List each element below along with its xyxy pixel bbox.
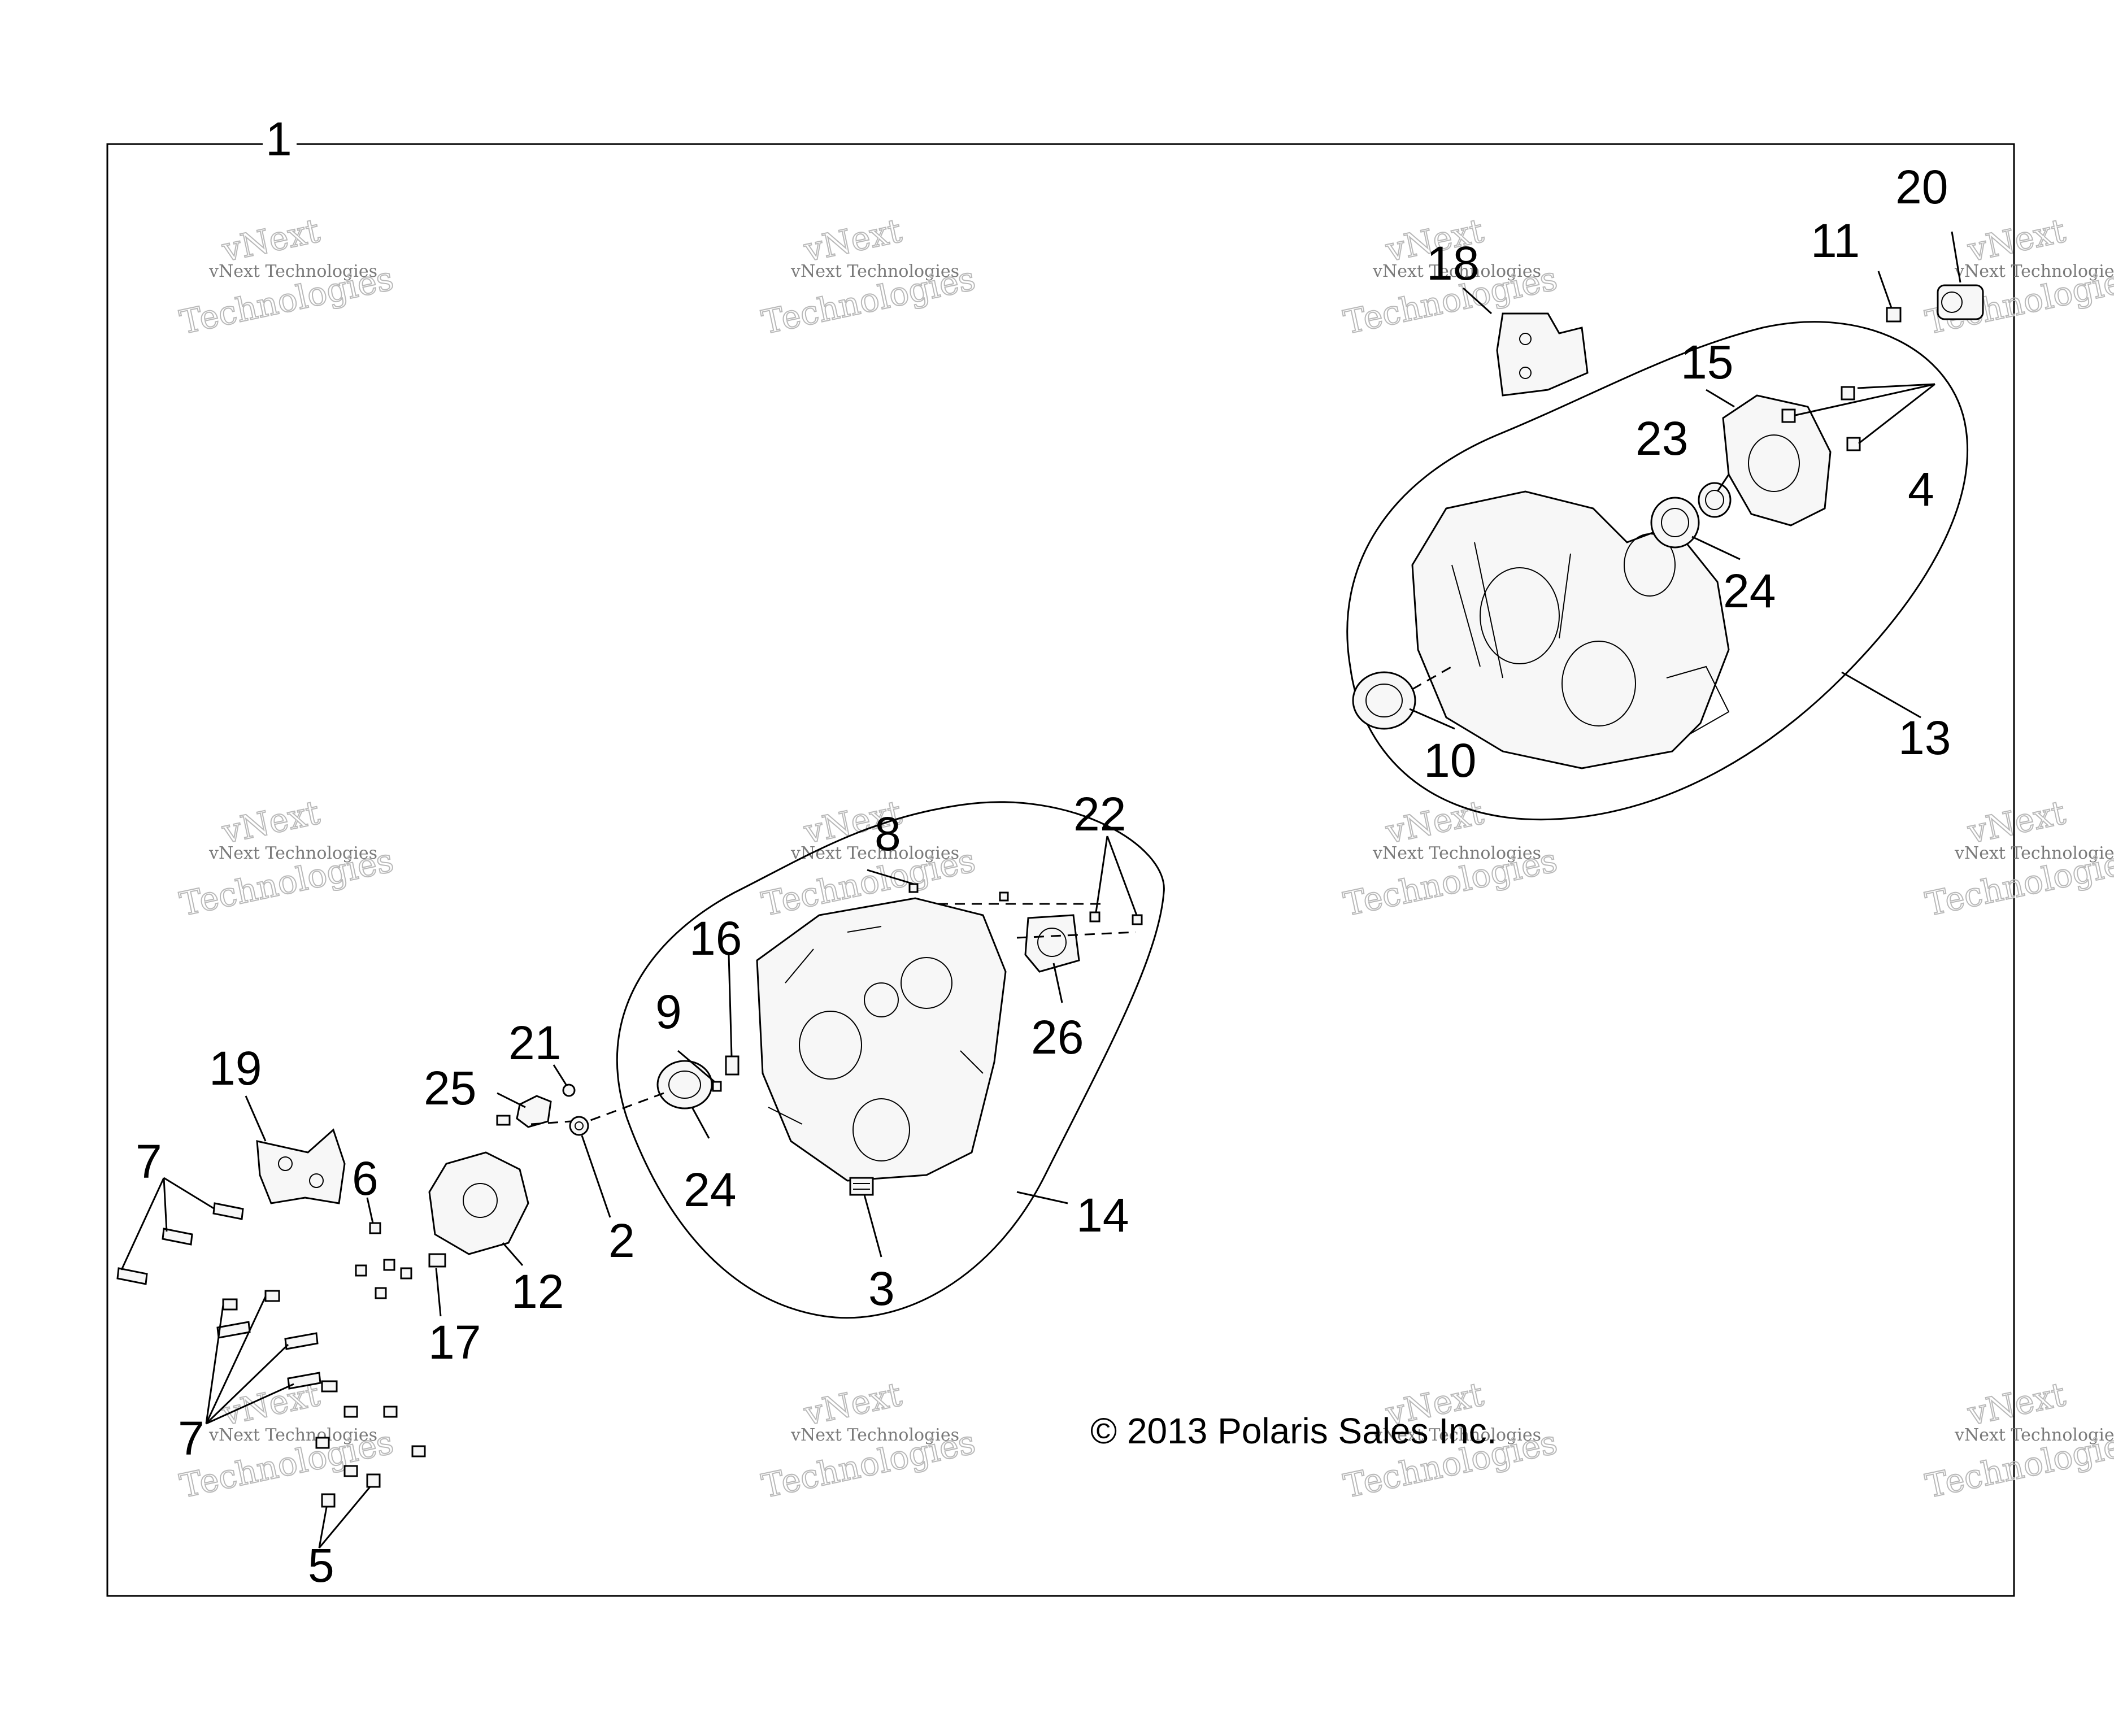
svg-text:vNext Technologies: vNext Technologies <box>208 262 377 281</box>
leader-lines <box>120 231 1961 1548</box>
callout-9: 9 <box>655 985 682 1038</box>
plug-3 <box>849 1177 874 1196</box>
seal-24-lower <box>656 1060 713 1110</box>
watermark: vNext Technologies vNext Technologies <box>1340 211 1561 342</box>
callout-7-lower: 7 <box>178 1412 205 1465</box>
diagram-frame: 1 <box>106 112 2015 1597</box>
o-ring-21 <box>562 1084 576 1097</box>
svg-text:vNext: vNext <box>801 211 905 269</box>
callout-5: 5 <box>308 1539 334 1592</box>
callout-1: 1 <box>266 112 292 166</box>
seal-10 <box>1352 671 1416 730</box>
o-ring-23 <box>1698 482 1732 518</box>
svg-text:vNext Technologies: vNext Technologies <box>208 1425 377 1445</box>
svg-text:vNext Technologies: vNext Technologies <box>1372 843 1541 863</box>
svg-text:vNext: vNext <box>219 793 323 851</box>
svg-text:vNext: vNext <box>1964 793 2069 851</box>
callout-15: 15 <box>1681 336 1733 389</box>
callout-19: 19 <box>209 1042 262 1095</box>
callout-26: 26 <box>1031 1011 1084 1064</box>
screws-6 <box>355 1222 412 1299</box>
case-half <box>1411 490 1730 769</box>
watermark: vNext Technologies vNext Technologies <box>758 211 980 342</box>
clip-17 <box>428 1253 446 1268</box>
callout-2: 2 <box>608 1214 635 1267</box>
callout-24-lower: 24 <box>684 1163 736 1216</box>
svg-text:vNext: vNext <box>1964 1375 2069 1433</box>
callout-13: 13 <box>1898 711 1951 764</box>
pin-16 <box>725 1055 740 1076</box>
bracket-18 <box>1496 312 1589 397</box>
watermark: vNext Technologies vNext Technologies <box>1340 793 1561 924</box>
svg-text:vNext: vNext <box>1964 211 2069 269</box>
svg-text:vNext: vNext <box>219 211 323 269</box>
callout-4: 4 <box>1908 463 1934 516</box>
svg-text:vNext Technologies: vNext Technologies <box>790 1425 959 1445</box>
svg-text:vNext Technologies: vNext Technologies <box>1954 262 2114 281</box>
sensor-20 <box>1937 284 1984 320</box>
fitting-25 <box>496 1095 552 1128</box>
case-half-assembly-14 <box>587 801 1165 1319</box>
callout-24-upper: 24 <box>1723 564 1776 617</box>
seal-24-upper <box>1650 497 1700 549</box>
watermark: vNext Technologies vNext Technologies <box>1922 1374 2114 1506</box>
svg-text:vNext Technologies: vNext Technologies <box>208 843 377 863</box>
svg-text:vNext Technologies: vNext Technologies <box>790 262 959 281</box>
callout-7-upper: 7 <box>136 1135 162 1188</box>
callout-8: 8 <box>875 807 901 860</box>
watermark: vNext Technologies vNext Technologies <box>758 1374 980 1506</box>
screws-4 <box>1781 386 1861 451</box>
callout-21: 21 <box>508 1016 561 1069</box>
callout-3: 3 <box>868 1262 895 1315</box>
callout-12: 12 <box>511 1265 564 1318</box>
callout-25: 25 <box>424 1061 476 1115</box>
pins-22 <box>1089 911 1143 925</box>
case-half <box>756 897 1007 1182</box>
copyright-notice: © 2013 Polaris Sales Inc. <box>1090 1411 1497 1451</box>
pins-8 <box>908 883 1009 902</box>
callout-14: 14 <box>1076 1189 1129 1242</box>
assembly-outline-13 <box>1346 321 1969 821</box>
callout-23: 23 <box>1635 412 1688 465</box>
callout-17: 17 <box>428 1316 481 1369</box>
svg-text:vNext Technologies: vNext Technologies <box>1954 1425 2114 1445</box>
callout-11: 11 <box>1811 214 1860 267</box>
housing-12 <box>428 1151 529 1255</box>
callout-18: 18 <box>1426 237 1479 290</box>
nut-11 <box>1886 307 1902 323</box>
watermark: vNext Technologies vNext Technologies <box>176 793 398 924</box>
callout-10: 10 <box>1424 734 1476 787</box>
svg-text:vNext Technologies: vNext Technologies <box>1372 1425 1541 1445</box>
screws-5 <box>321 1473 381 1508</box>
watermark: vNext Technologies vNext Technologies <box>1922 211 2114 342</box>
cover-15 <box>1722 394 1832 527</box>
spacer-2 <box>569 1116 589 1136</box>
svg-text:vNext: vNext <box>801 1375 905 1433</box>
pin-9 <box>712 1081 722 1092</box>
callout-22: 22 <box>1073 787 1126 841</box>
callouts: 2 3 4 5 6 7 7 8 9 10 11 12 13 14 15 16 1… <box>136 160 1951 1592</box>
watermark: vNext Technologies vNext Technologies <box>176 211 398 342</box>
plate-26 <box>1024 914 1080 973</box>
case-half-assembly-13 <box>1346 284 1984 821</box>
svg-text:vNext Technologies: vNext Technologies <box>790 843 959 863</box>
assembly-outline-14 <box>616 801 1165 1319</box>
left-parts <box>116 1084 589 1508</box>
svg-text:vNext Technologies: vNext Technologies <box>1372 262 1541 281</box>
bracket-19 <box>256 1128 346 1204</box>
watermarks: vNext Technologies vNext Technologies vN… <box>176 211 2114 1506</box>
callout-20: 20 <box>1895 160 1948 214</box>
svg-text:vNext Technologies: vNext Technologies <box>1954 843 2114 863</box>
bolts-7-upper <box>116 1202 244 1285</box>
watermark: vNext Technologies vNext Technologies <box>1922 793 2114 924</box>
svg-text:vNext: vNext <box>1382 793 1487 851</box>
bolts-7-lower <box>216 1290 426 1477</box>
callout-6: 6 <box>352 1152 379 1205</box>
callout-16: 16 <box>689 912 742 965</box>
